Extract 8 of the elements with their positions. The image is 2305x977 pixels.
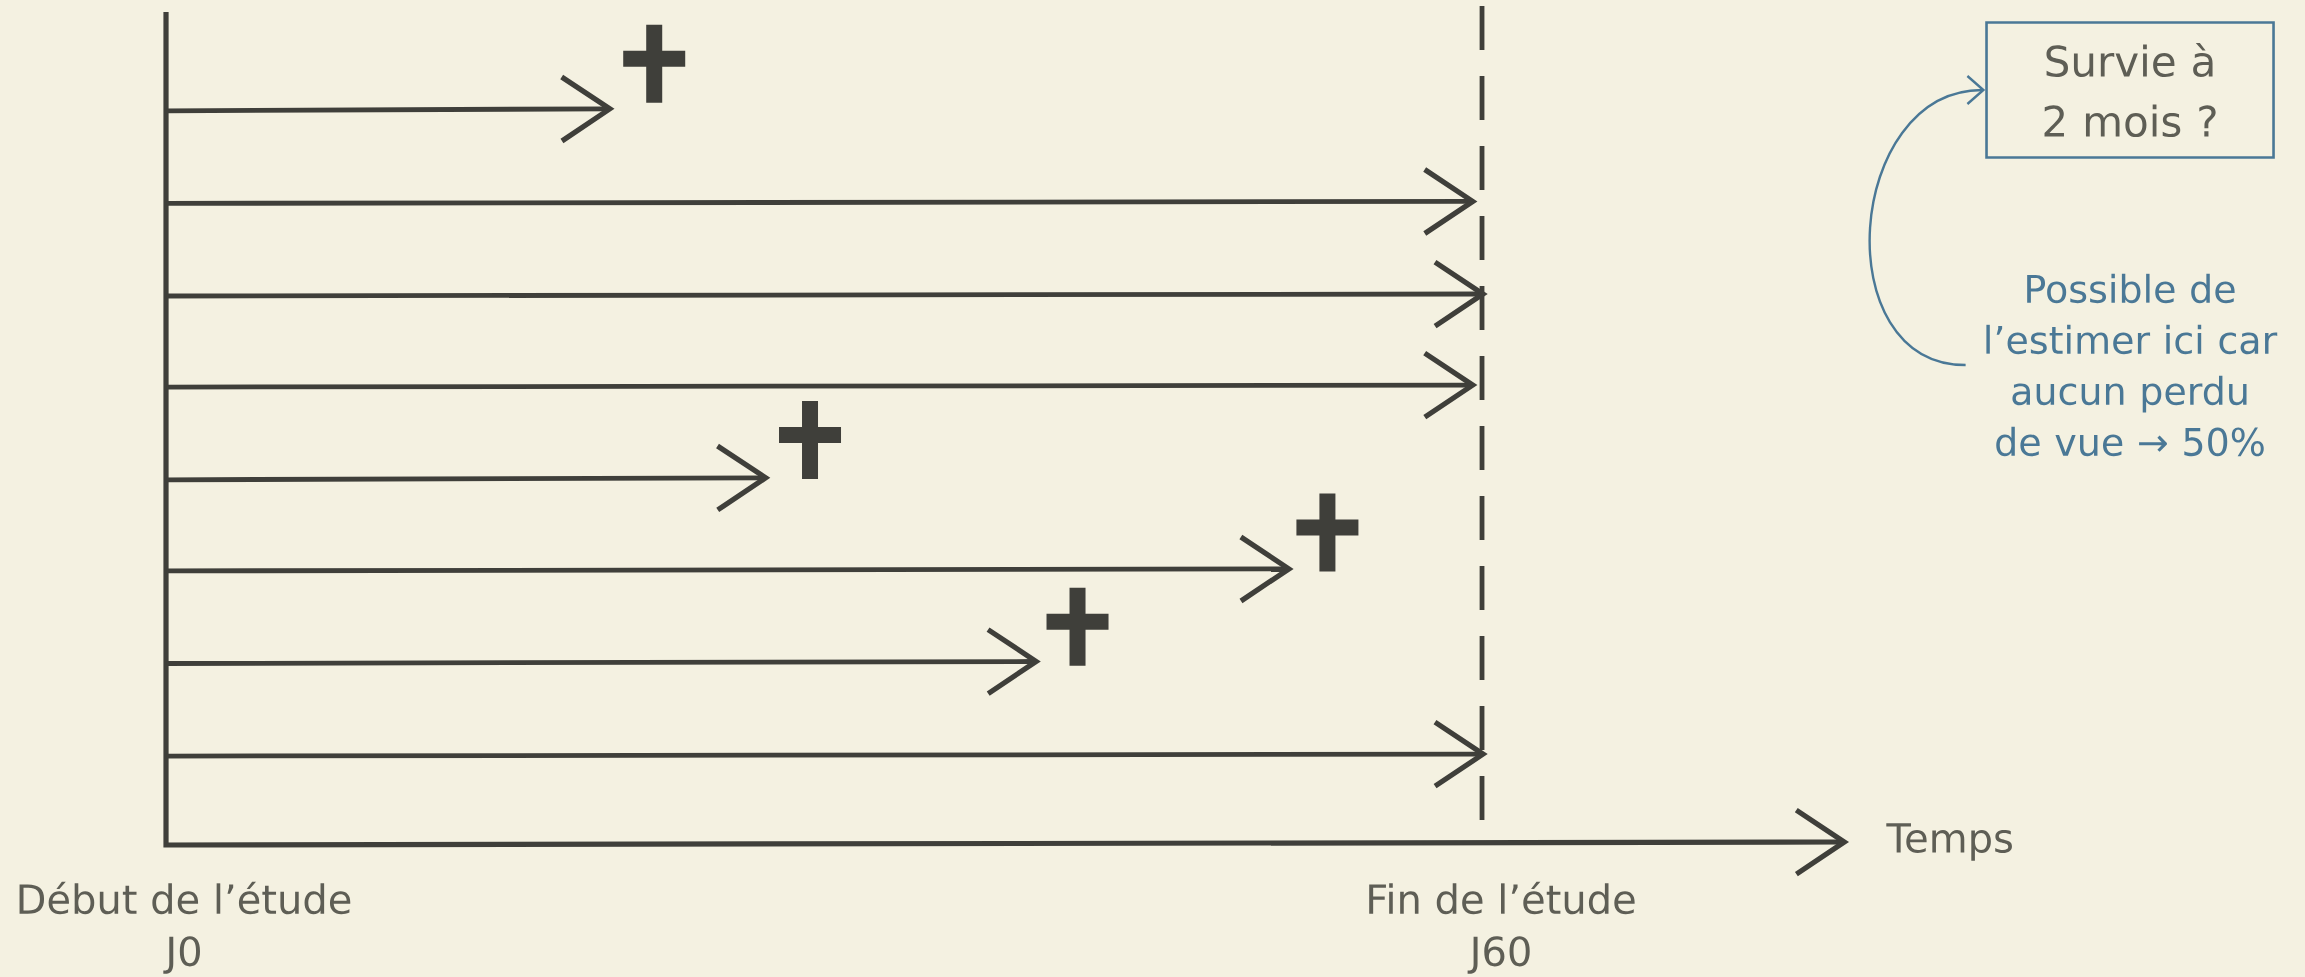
question-box: Survie à 2 mois ?: [1985, 21, 2275, 159]
axis-label: Fin de l’étude: [1369, 881, 1635, 915]
axis-label: J0: [163, 936, 200, 974]
note-text: Possible de l’estimer ici car aucun perdu de vue → 50%: [1986, 273, 2278, 457]
curved-arrow: [1868, 75, 1986, 367]
axis-label: Début de l’étude: [19, 881, 351, 915]
axis-label: Temps: [1886, 823, 2012, 861]
axis-label: J60: [1467, 936, 1530, 974]
